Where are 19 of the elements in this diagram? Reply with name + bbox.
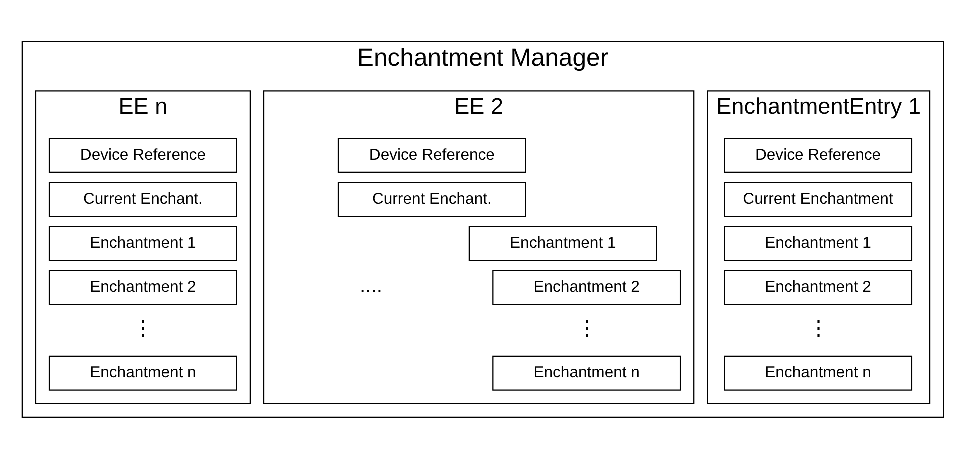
node-box: Enchantment n <box>724 356 913 391</box>
label: ⋮ <box>576 318 597 340</box>
label: ⋮ <box>808 318 828 340</box>
node-box: Device Reference <box>724 138 913 174</box>
node-box: Enchantment 2 <box>48 270 238 306</box>
node-box: Enchantment 2 <box>724 270 913 306</box>
node-box: Current Enchant. <box>338 182 526 218</box>
node-box: Device Reference <box>338 138 526 174</box>
node-box: Current Enchant. <box>48 182 238 218</box>
node-box: Enchantment 1 <box>48 226 238 262</box>
node-box: Current Enchantment <box>724 182 913 218</box>
node-box: Enchantment 1 <box>468 226 658 262</box>
label: ⋮ <box>133 318 154 340</box>
node-box: Enchantment 1 <box>724 226 913 262</box>
node-box: Enchantment n <box>48 356 238 391</box>
node-box: Enchantment n <box>492 356 682 391</box>
label: .... <box>360 276 383 298</box>
node-box: Enchantment 2 <box>492 270 682 306</box>
node-box: Device Reference <box>48 138 238 174</box>
